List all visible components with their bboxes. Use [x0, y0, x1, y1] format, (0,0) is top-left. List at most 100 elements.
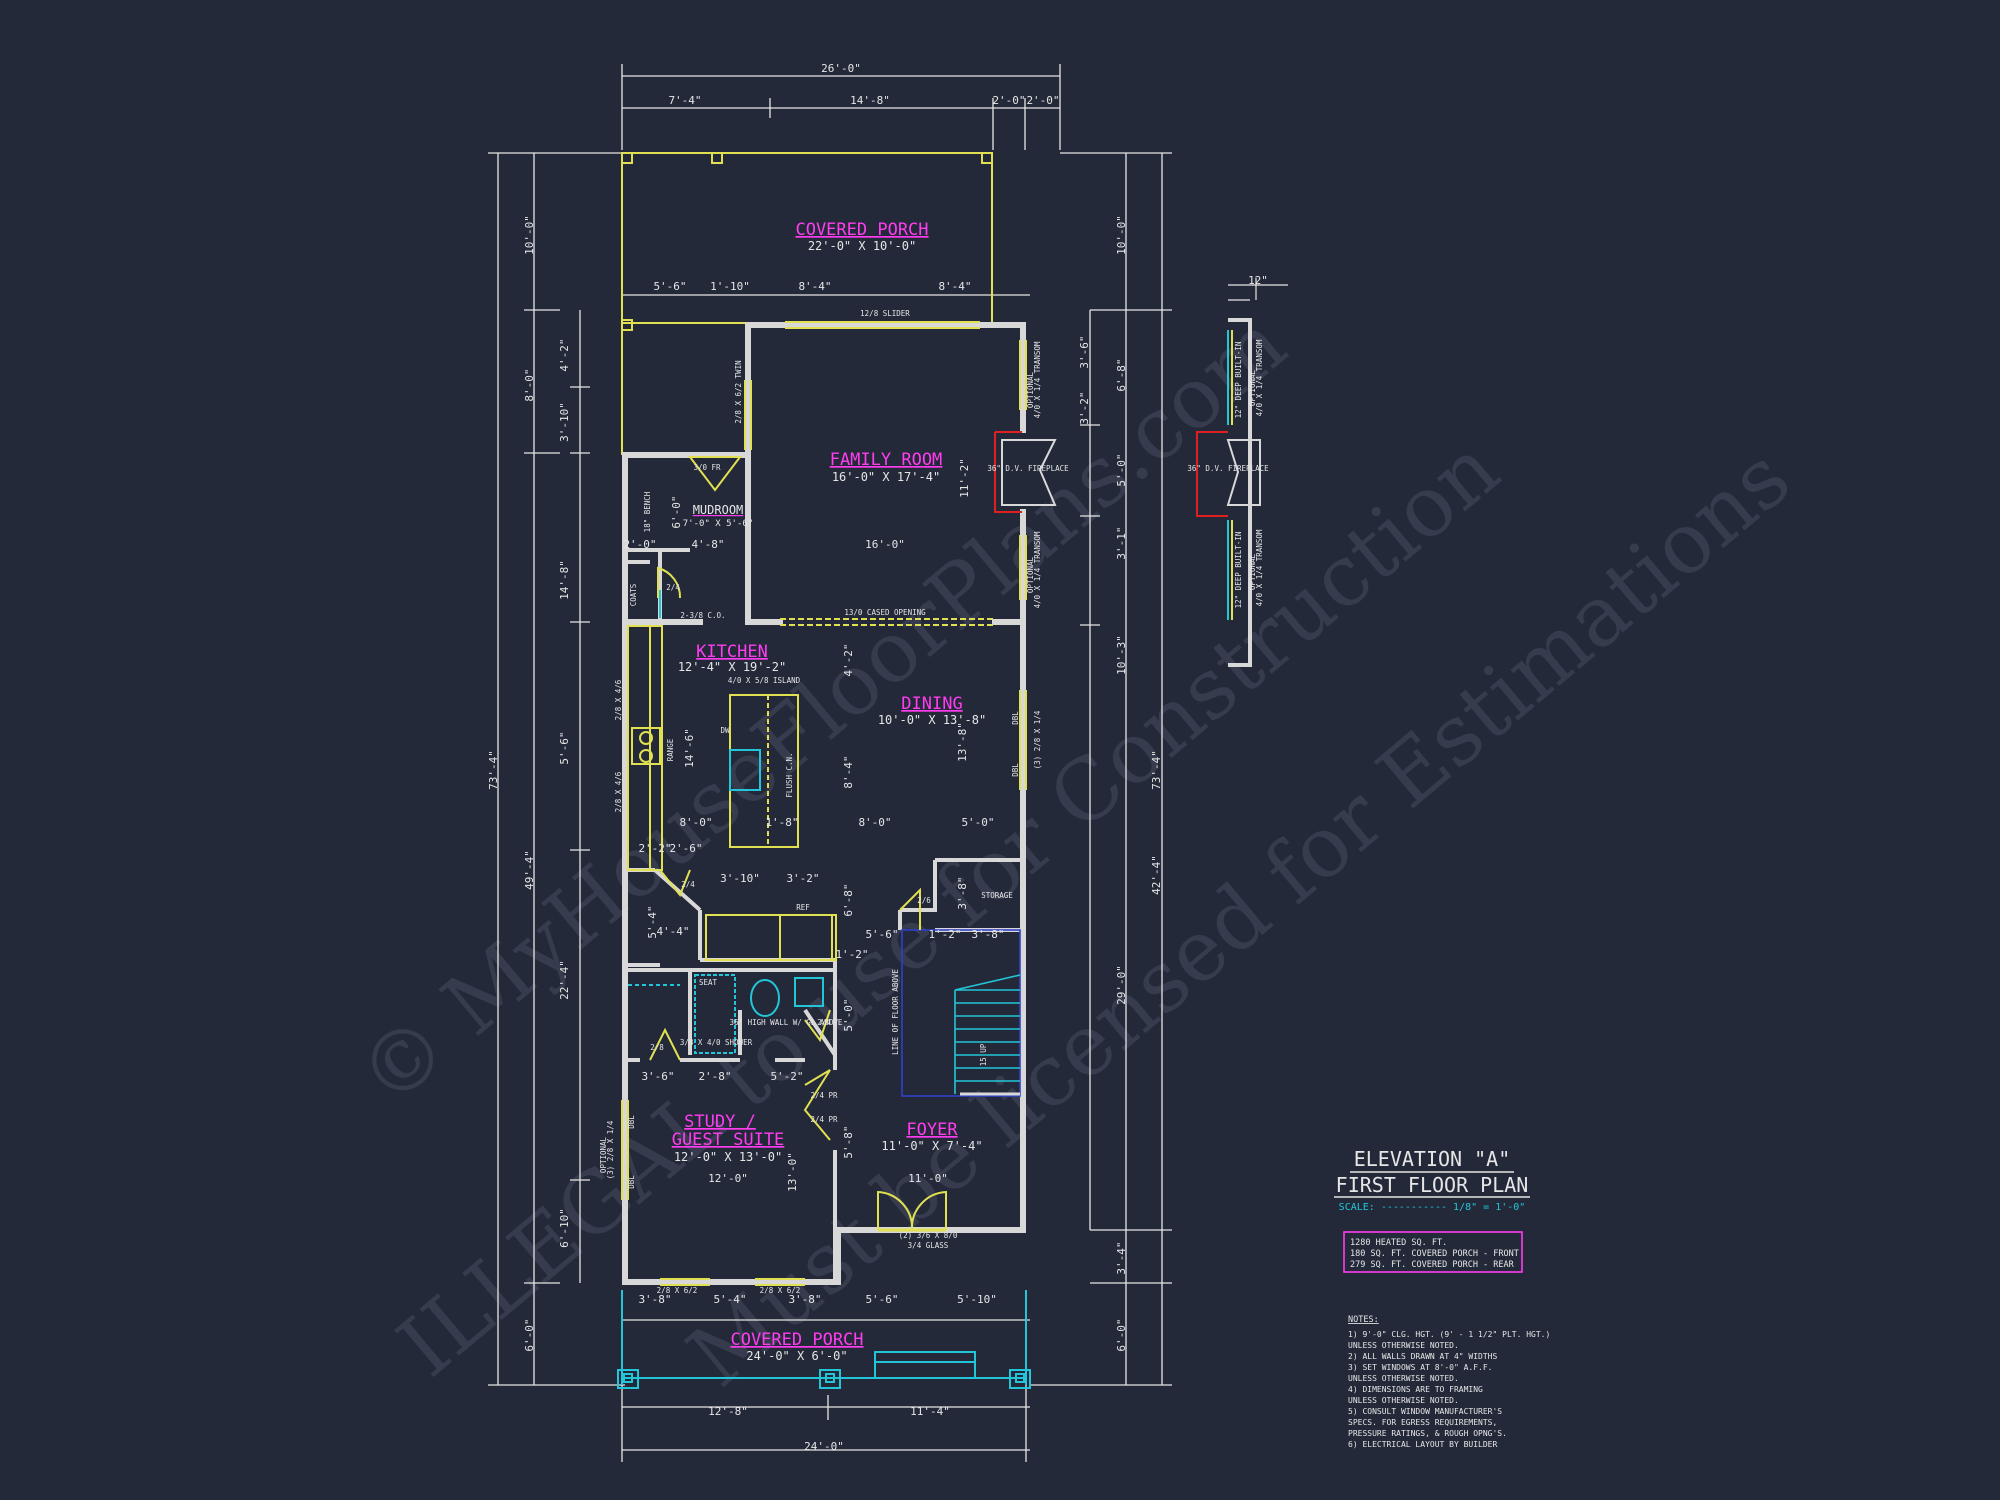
plan-notes: 12/8 SLIDER 13/0 CASED OPENING 2-3/8 C.O…	[599, 309, 1269, 1295]
note-fireplace: 36" D.V. FIREPLACE	[987, 464, 1069, 473]
note-detail-fireplace: 36" D.V. FIREPLACE	[1187, 464, 1269, 473]
note-storage: STORAGE	[981, 891, 1013, 900]
dim-int-19: 5'-0"	[842, 998, 855, 1031]
dim-rear-seg-3: 8'-4"	[798, 280, 831, 293]
dim-top-seg-3: 2'-0"	[992, 94, 1025, 107]
note-coats: COATS	[629, 583, 638, 606]
dim-int-10: 2'-6"	[669, 842, 702, 855]
room-foyer-size: 11'-0" X 7'-4"	[881, 1139, 982, 1153]
room-study-size: 12'-0" X 13'-0"	[674, 1150, 782, 1164]
dim-int-30: 4'-2"	[842, 643, 855, 676]
dim-bottom-seg-3: 3'-8"	[788, 1293, 821, 1306]
dim-right-seg-4: 3'-1"	[1115, 526, 1128, 559]
room-kitchen-size: 12'-4" X 19'-2"	[678, 660, 786, 674]
note-optional-study: OPTIONAL	[599, 1136, 608, 1173]
plan-title: FIRST FLOOR PLAN	[1336, 1173, 1529, 1197]
room-front-porch-name: COVERED PORCH	[730, 1330, 863, 1350]
note-item-4: 3) SET WINDOWS AT 8'-0" A.F.F.	[1348, 1363, 1493, 1372]
room-rear-porch-size: 22'-0" X 10'-0"	[808, 239, 916, 253]
area-porch-rear: 279 SQ. FT. COVERED PORCH - REAR	[1350, 1260, 1515, 1270]
room-rear-porch-name: COVERED PORCH	[795, 220, 928, 240]
dim-int-31: 1'-2"	[928, 928, 961, 941]
dim-int-28: 8'-4"	[842, 755, 855, 788]
note-detail-optional-2: OPTIONAL	[1248, 553, 1257, 590]
note-bench: 18" BENCH	[643, 491, 652, 532]
note-item-1: 1) 9'-0" CLG. HGT. (9' - 1 1/2" PLT. HGT…	[1348, 1330, 1550, 1339]
dim-right-inner-3: 11'-2"	[958, 458, 971, 498]
note-item-11: 6) ELECTRICAL LAYOUT BY BUILDER	[1348, 1440, 1497, 1449]
note-fr-door: 3/0 FR	[693, 463, 721, 472]
dim-int-21: 2'-8"	[698, 1070, 731, 1083]
note-detail-transom-2: 4/0 X 1/4 TRANSOM	[1255, 529, 1264, 606]
note-front-window-2: 2/8 X 6/2	[760, 1286, 801, 1295]
elevation-title: ELEVATION "A"	[1354, 1147, 1511, 1171]
room-foyer-name: FOYER	[906, 1120, 958, 1140]
dimension-lines	[488, 64, 1172, 1462]
note-range: RANGE	[666, 738, 675, 761]
note-pr-door-1: 2/4 PR	[810, 1091, 838, 1100]
notes-heading: NOTES:	[1348, 1315, 1379, 1325]
note-window-kitchen-1: 2/8 X 4/6	[614, 679, 623, 720]
dim-int-23: 12'-0"	[708, 1172, 748, 1185]
dim-rear-seg-4: 8'-4"	[938, 280, 971, 293]
dim-left-inner-2: 3'-10"	[558, 402, 571, 442]
note-dbl-1: DBL	[1011, 711, 1020, 725]
note-flush-cn: FLUSH C.N.	[785, 752, 794, 797]
dim-right-seg-2: 6'-8"	[1115, 358, 1128, 391]
dim-right-seg-1: 10'-0"	[1115, 215, 1128, 255]
dim-right-seg-7: 29'-0"	[1115, 965, 1128, 1005]
note-front-window-1: 2/8 X 6/2	[657, 1286, 698, 1295]
dim-rear-seg-2: 1'-10"	[710, 280, 750, 293]
room-dining-size: 10'-0" X 13'-8"	[878, 713, 986, 727]
dim-top-seg-1: 7'-4"	[668, 94, 701, 107]
dim-right-inner-1: 3'-6"	[1078, 335, 1091, 368]
note-item-3: 2) ALL WALLS DRAWN AT 4" WIDTHS	[1348, 1352, 1497, 1361]
note-door-28: 2/8	[650, 1043, 664, 1052]
note-entry-door-1: (2) 3/6 X 8/0	[899, 1231, 958, 1240]
kitchen-fixtures	[628, 590, 824, 1054]
fireplace	[994, 431, 1057, 513]
note-transom-2: 4/0 X 1/4 TRANSOM	[1033, 531, 1042, 608]
dim-bottom-seg-5: 5'-10"	[957, 1293, 997, 1306]
dim-int-3: 16'-0"	[865, 538, 905, 551]
note-stairs-up: 15 UP	[979, 1043, 988, 1066]
dim-top-seg-4: 2'-0"	[1026, 94, 1059, 107]
dim-int-11: 3'-10"	[720, 872, 760, 885]
note-item-2: UNLESS OTHERWISE NOTED.	[1348, 1341, 1459, 1350]
dim-right-seg-6: 42'-4"	[1150, 855, 1163, 895]
dim-bottom-seg-4: 5'-6"	[865, 1293, 898, 1306]
note-cased-opening: 13/0 CASED OPENING	[844, 608, 926, 617]
note-slider: 12/8 SLIDER	[860, 309, 910, 318]
room-sizes: 22'-0" X 10'-0" 16'-0" X 17'-4" 7'-0" X …	[674, 239, 986, 1363]
dim-bottom-seg-1: 3'-8"	[638, 1293, 671, 1306]
note-door-24-a: 2/4	[666, 583, 680, 592]
dim-int-5: 8'-0"	[679, 816, 712, 829]
note-dbl-study-1: DBL	[627, 1115, 636, 1129]
note-item-10: PRESSURE RATINGS, & ROUGH OPNG'S.	[1348, 1429, 1507, 1438]
note-built-in-1: 12" DEEP BUILT-IN	[1234, 342, 1243, 419]
scale-note: SCALE: ----------- 1/8" = 1'-0"	[1339, 1202, 1526, 1213]
note-island: 4/0 X 5/8 ISLAND	[728, 676, 801, 685]
note-door-26: 2/6	[917, 896, 931, 905]
note-built-in-2: 12" DEEP BUILT-IN	[1234, 532, 1243, 609]
openings	[621, 321, 1027, 1286]
note-window-kitchen-2: 2/8 X 4/6	[614, 771, 623, 812]
room-family-size: 16'-0" X 17'-4"	[832, 470, 940, 484]
dim-int-6: 1'-8"	[765, 816, 798, 829]
title-block: ELEVATION "A" FIRST FLOOR PLAN SCALE: --…	[1334, 1147, 1550, 1449]
note-shower: 3/8 X 4/0 SHOWER	[680, 1038, 753, 1047]
fireplace-detail	[1196, 278, 1288, 667]
dim-int-29: 13'-8"	[956, 722, 969, 762]
dim-int-25: 11'-0"	[908, 1172, 948, 1185]
dim-int-2: 4'-8"	[691, 538, 724, 551]
dim-int-24: 13'-0"	[786, 1152, 799, 1192]
dim-right-seg-8: 3'-4"	[1115, 1241, 1128, 1274]
note-cased-opening-small: 2-3/8 C.O.	[680, 611, 725, 620]
dim-int-1: 2'-0"	[623, 538, 656, 551]
note-detail-optional-1: OPTIONAL	[1248, 369, 1257, 406]
note-pr-door-2: 2/4 PR	[810, 1115, 838, 1124]
dim-int-20: 3'-6"	[641, 1070, 674, 1083]
dim-int-27: 14'-6"	[683, 728, 696, 768]
room-kitchen-name: KITCHEN	[696, 642, 768, 662]
